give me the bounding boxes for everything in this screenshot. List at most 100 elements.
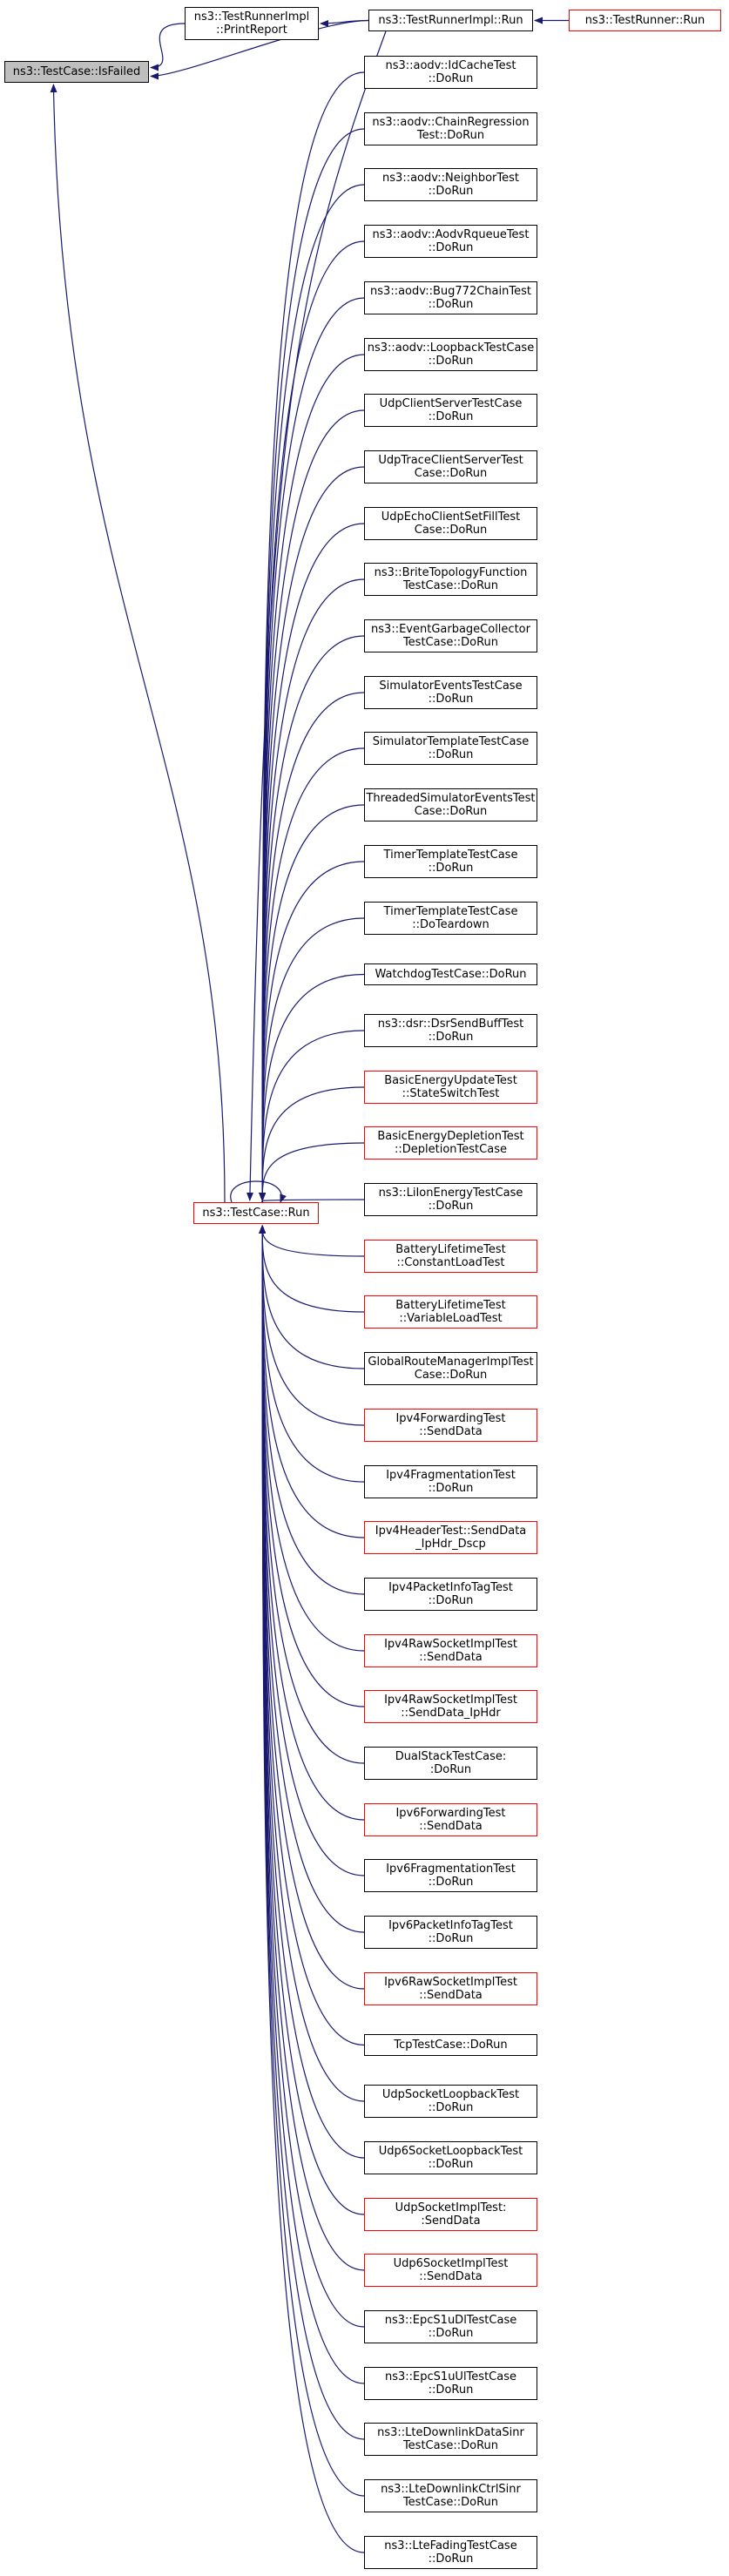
node-c16[interactable]: TimerTemplateTestCase::DoTeardown (364, 902, 537, 935)
node-label-line: UdpEchoClientSetFillTest (381, 510, 521, 524)
node-c45[interactable]: ns3::LteFadingTestCase::DoRun (364, 2536, 537, 2569)
node-c41[interactable]: ns3::EpcS1uDlTestCase::DoRun (364, 2310, 537, 2343)
edge-c09-to-test-case-run (259, 523, 365, 1201)
edge-c03-to-test-case-run (259, 184, 365, 1201)
node-label-line: ::DoRun (428, 1200, 474, 1213)
node-label-line: ::VariableLoadTest (399, 1312, 503, 1325)
node-c25[interactable]: Ipv4ForwardingTest::SendData (364, 1409, 537, 1442)
node-print-report[interactable]: ns3::TestRunnerImpl::PrintReport (185, 7, 319, 40)
node-c04[interactable]: ns3::aodv::AodvRqueueTest::DoRun (364, 225, 537, 258)
node-label-line: ns3::TestRunnerImpl (193, 10, 310, 24)
node-label-line: ::DoRun (428, 2552, 474, 2566)
edge-c19-to-test-case-run (259, 1086, 365, 1201)
node-c31[interactable]: DualStackTestCase::DoRun (364, 1747, 537, 1780)
node-c23[interactable]: BatteryLifetimeTest::VariableLoadTest (364, 1295, 537, 1329)
node-label-line: ::DoTeardown (412, 918, 489, 931)
node-c13[interactable]: SimulatorTemplateTestCase::DoRun (364, 732, 537, 765)
node-c15[interactable]: TimerTemplateTestCase::DoRun (364, 845, 537, 878)
node-label-line: Case::DoRun (414, 467, 488, 480)
edge-runner-impl-run-to-print-report (320, 19, 369, 27)
node-label-line: UdpTraceClientServerTest (378, 454, 523, 467)
node-label-line: ::DoRun (428, 1594, 474, 1607)
node-label-line: SimulatorEventsTestCase (379, 679, 523, 693)
node-c37[interactable]: UdpSocketLoopbackTest::DoRun (364, 2085, 537, 2118)
node-label-line: Udp6SocketImplTest (393, 2257, 509, 2270)
node-c39[interactable]: UdpSocketImplTest::SendData (364, 2198, 537, 2231)
node-c21[interactable]: ns3::LiIonEnergyTestCase::DoRun (364, 1183, 537, 1216)
node-c19[interactable]: BasicEnergyUpdateTest::StateSwitchTest (364, 1071, 537, 1104)
edge-c18-to-test-case-run (259, 1030, 365, 1201)
node-label-line: Ipv4RawSocketImplTest (384, 1694, 517, 1707)
node-label-line: Ipv6RawSocketImplTest (384, 1976, 517, 1989)
node-label-line: Case::DoRun (414, 805, 488, 818)
node-c30[interactable]: Ipv4RawSocketImplTest::SendData_IpHdr (364, 1690, 537, 1723)
node-c38[interactable]: Udp6SocketLoopbackTest::DoRun (364, 2141, 537, 2174)
node-c22[interactable]: BatteryLifetimeTest::ConstantLoadTest (364, 1240, 537, 1273)
node-label-line: :DoRun (429, 1763, 472, 1776)
node-label-line: ns3::dsr::DsrSendBuffTest (377, 1018, 524, 1031)
node-c20[interactable]: BasicEnergyDepletionTest::DepletionTestC… (364, 1126, 537, 1160)
node-label-line: Ipv6FragmentationTest (386, 1863, 516, 1876)
node-c34[interactable]: Ipv6PacketInfoTagTest::DoRun (364, 1916, 537, 1949)
node-c18[interactable]: ns3::dsr::DsrSendBuffTest::DoRun (364, 1014, 537, 1047)
edge-c36-to-test-case-run (259, 1225, 365, 2046)
node-c35[interactable]: Ipv6RawSocketImplTest::SendData (364, 1972, 537, 2005)
node-label-line: BasicEnergyDepletionTest (377, 1130, 524, 1143)
node-c29[interactable]: Ipv4RawSocketImplTest::SendData (364, 1634, 537, 1667)
node-label-line: ns3::aodv::NeighborTest (382, 172, 519, 185)
node-label-line: ns3::aodv::Bug772ChainTest (370, 285, 531, 298)
edge-c44-to-test-case-run (259, 1225, 365, 2497)
node-runner-impl-run[interactable]: ns3::TestRunnerImpl::Run (368, 10, 533, 31)
node-test-runner-run[interactable]: ns3::TestRunner::Run (569, 10, 721, 31)
node-c28[interactable]: Ipv4PacketInfoTagTest::DoRun (364, 1578, 537, 1611)
node-label-line: ns3::TestRunnerImpl::Run (378, 14, 523, 27)
node-label-line: Case::DoRun (414, 524, 488, 537)
node-c27[interactable]: Ipv4HeaderTest::SendData_IpHdr_Dscp (364, 1521, 537, 1554)
node-label-line: ::DoRun (428, 2101, 474, 2114)
node-c42[interactable]: ns3::EpcS1uUlTestCase::DoRun (364, 2367, 537, 2400)
node-label-line: ns3::aodv::LoopbackTestCase (367, 341, 535, 355)
node-c32[interactable]: Ipv6ForwardingTest::SendData (364, 1803, 537, 1836)
node-label-line: ::DoRun (428, 748, 474, 761)
node-c03[interactable]: ns3::aodv::NeighborTest::DoRun (364, 168, 537, 201)
node-label-line: ns3::TestCase::Run (202, 1207, 310, 1220)
node-label-line: SimulatorTemplateTestCase (372, 735, 530, 748)
node-label-line: Udp6SocketLoopbackTest (378, 2145, 523, 2158)
node-c40[interactable]: Udp6SocketImplTest::SendData (364, 2254, 537, 2287)
node-label-line: ::DoRun (428, 2383, 474, 2397)
node-c07[interactable]: UdpClientServerTestCase::DoRun (364, 394, 537, 427)
node-label-line: ns3::LteDownlinkDataSinr (377, 2426, 524, 2439)
node-label-line: GlobalRouteManagerImplTest (368, 1356, 534, 1369)
node-label-line: Ipv6ForwardingTest (395, 1807, 506, 1820)
node-c01[interactable]: ns3::aodv::IdCacheTest::DoRun (364, 56, 537, 89)
edge-c45-to-test-case-run (259, 1225, 365, 2553)
node-c12[interactable]: SimulatorEventsTestCase::DoRun (364, 676, 537, 709)
node-c36[interactable]: TcpTestCase::DoRun (364, 2034, 537, 2056)
node-label-line: Test::DoRun (416, 129, 485, 142)
edge-test-case-run-to-test-case-run (230, 1180, 287, 1203)
node-label-line: ::PrintReport (216, 24, 287, 37)
node-c17[interactable]: WatchdogTestCase::DoRun (364, 963, 537, 985)
node-label-line: ::DoRun (428, 1876, 474, 1889)
node-test-case-run[interactable]: ns3::TestCase::Run (193, 1202, 319, 1224)
node-c05[interactable]: ns3::aodv::Bug772ChainTest::DoRun (364, 281, 537, 314)
node-label-line: DualStackTestCase: (395, 1750, 507, 1763)
node-c33[interactable]: Ipv6FragmentationTest::DoRun (364, 1859, 537, 1892)
node-label-line: TcpTestCase::DoRun (394, 2038, 508, 2052)
node-c06[interactable]: ns3::aodv::LoopbackTestCase::DoRun (364, 338, 537, 371)
node-label-line: UdpClientServerTestCase (379, 397, 523, 410)
node-label-line: ::StateSwitchTest (402, 1087, 500, 1100)
node-label-line: UdpSocketImplTest: (395, 2201, 507, 2214)
node-label-line: ns3::aodv::AodvRqueueTest (372, 228, 530, 241)
node-label-line: ::DoRun (428, 2327, 474, 2340)
node-c26[interactable]: Ipv4FragmentationTest::DoRun (364, 1465, 537, 1498)
